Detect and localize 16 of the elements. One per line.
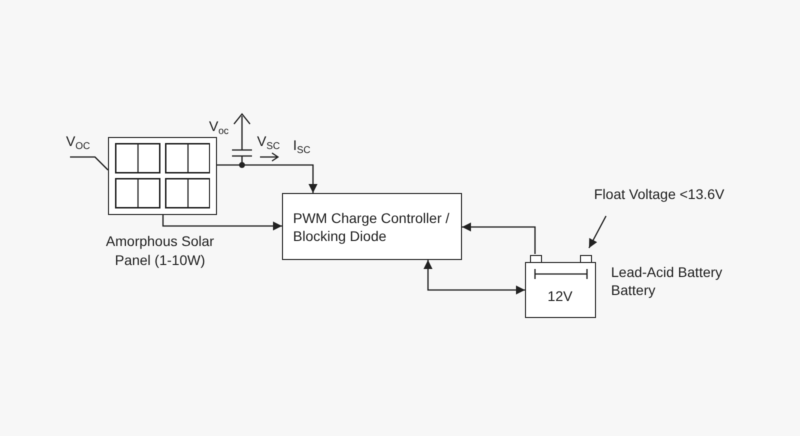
panel-label: Amorphous Solar Panel (1-10W) (105, 232, 215, 270)
connector-arrow (462, 222, 536, 254)
box-label: PWM Charge Controller / Blocking Diode (293, 209, 450, 245)
annotation-label: V$_{OC}$ (66, 133, 90, 152)
controller-box (282, 193, 462, 260)
battery-voltage: 12V (546, 288, 574, 304)
leader-line (70, 156, 108, 170)
connector-arrow (217, 164, 318, 193)
leader-line (588, 216, 607, 248)
connector-arrow (162, 215, 282, 230)
voltage-label: I$_{SC}$ (293, 137, 311, 156)
connector-arrow (424, 260, 525, 294)
voltage-label: V$_{oc}$ (209, 118, 229, 137)
annotation-label: Float Voltage <13.6V (594, 186, 724, 202)
battery-label: Lead-Acid Battery Battery (611, 263, 724, 299)
voltage-label: V$_{SC}$ (257, 133, 280, 152)
